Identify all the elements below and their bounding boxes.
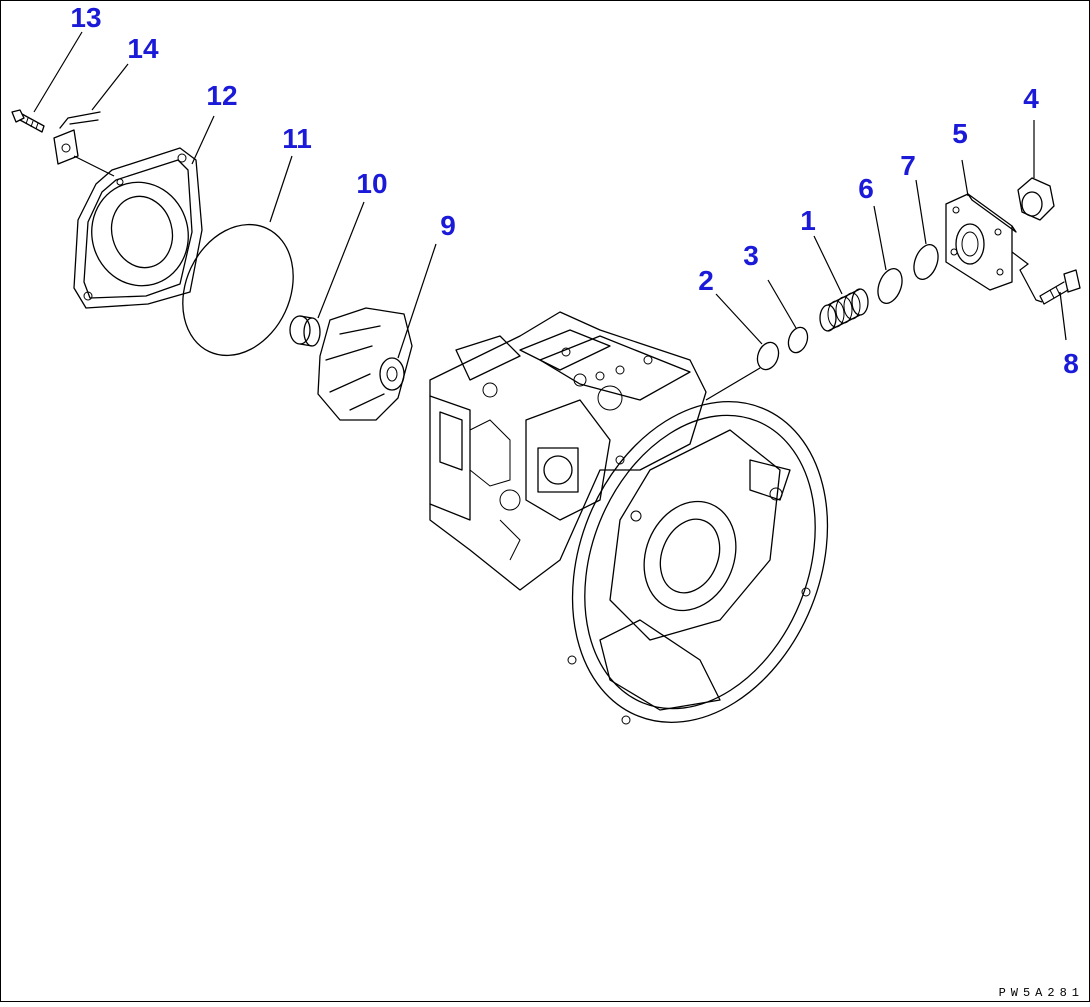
callout-13: 13: [70, 2, 102, 33]
part-6-o-ring: [877, 268, 903, 304]
callout-1: 1: [800, 205, 816, 236]
callout-4: 4: [1023, 83, 1039, 114]
callout-5: 5: [952, 118, 968, 149]
callout-11: 11: [282, 123, 312, 154]
part-1-spring: [819, 288, 869, 332]
part-14-plate: [53, 111, 101, 165]
callout-14: 14: [127, 33, 159, 64]
part-4-plug: [1017, 177, 1055, 221]
part-3-o-ring: [787, 326, 809, 354]
callout-8: 8: [1063, 348, 1079, 379]
part-7-o-ring: [913, 244, 939, 280]
drawing-reference-code: PW5A281: [998, 986, 1084, 1000]
part-pump-body: [429, 311, 707, 591]
part-5-cover: [945, 193, 1017, 291]
callout-3: 3: [743, 240, 759, 271]
part-12-cover: [73, 147, 203, 309]
part-13-bolt: [11, 109, 45, 133]
callout-9: 9: [440, 210, 456, 241]
part-2-o-ring: [756, 341, 780, 371]
callout-12: 12: [206, 80, 238, 111]
callout-10: 10: [356, 168, 388, 199]
callout-6: 6: [858, 173, 874, 204]
part-flywheel-housing: [567, 401, 829, 725]
callout-7: 7: [900, 150, 916, 181]
part-10-bushing: [289, 315, 321, 347]
part-9-coupling: [317, 307, 413, 421]
leader-lines: [33, 31, 1067, 401]
part-11-o-ring: [182, 223, 294, 357]
callout-2: 2: [698, 265, 714, 296]
part-8-bolt: [1039, 269, 1081, 305]
